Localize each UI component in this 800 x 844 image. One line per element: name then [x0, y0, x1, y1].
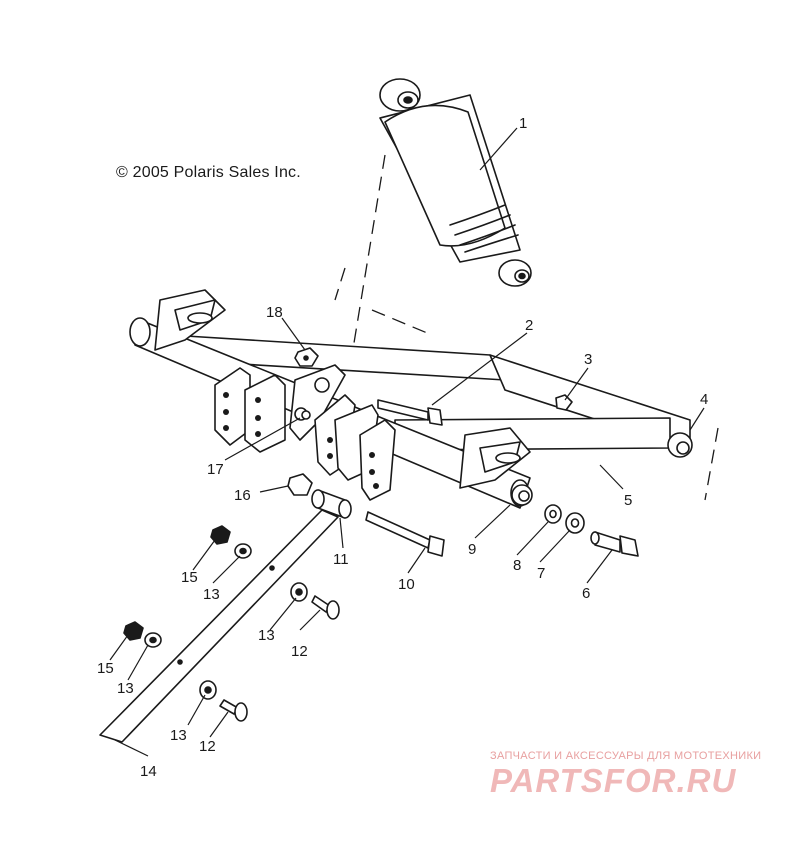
nut-15-upper — [210, 525, 231, 545]
callout-7: 7 — [537, 565, 545, 582]
bushing-9 — [511, 484, 533, 506]
copyright-text: © 2005 Polaris Sales Inc. — [116, 164, 301, 181]
bolt-10 — [365, 511, 445, 557]
callout-1: 1 — [519, 115, 527, 132]
nut-16 — [287, 473, 313, 496]
callout-12b: 12 — [199, 738, 216, 755]
strap-14 — [99, 509, 339, 743]
washer-7 — [565, 512, 585, 534]
callout-11: 11 — [333, 551, 349, 568]
bolt-6 — [590, 531, 639, 557]
washer-13-a — [234, 543, 252, 559]
shock-absorber — [379, 78, 532, 287]
watermark-logo: PARTSFOR.RU — [490, 762, 737, 799]
callout-13c: 13 — [117, 680, 134, 697]
pin-17 — [301, 410, 311, 420]
callout-4: 4 — [700, 391, 708, 408]
assembly-guide-lines — [334, 154, 719, 501]
washer-13-d — [199, 680, 217, 700]
callout-14: 14 — [140, 763, 157, 780]
callout-2: 2 — [525, 317, 533, 334]
bolt-12-a — [311, 595, 340, 620]
callout-13d: 13 — [170, 727, 187, 744]
nut-3 — [555, 394, 573, 411]
bolt-12-b — [219, 699, 248, 722]
callout-5: 5 — [624, 492, 632, 509]
nut-15-lower — [123, 621, 144, 641]
callout-13a: 13 — [203, 586, 220, 603]
watermark-tagline: ЗАПЧАСТИ И АКСЕССУАРЫ ДЛЯ МОТОТЕХНИКИ — [490, 750, 762, 762]
spacer-11 — [311, 489, 352, 519]
leader-lines — [109, 127, 705, 757]
callout-8: 8 — [513, 557, 521, 574]
mounting-plates — [214, 364, 396, 501]
callout-18: 18 — [266, 304, 283, 321]
callout-3: 3 — [584, 351, 592, 368]
callout-9: 9 — [468, 541, 476, 558]
washer-8 — [544, 504, 562, 524]
washer-13-b — [290, 582, 308, 602]
callout-16: 16 — [234, 487, 251, 504]
nut-18 — [294, 347, 319, 367]
callout-15b: 15 — [97, 660, 114, 677]
callout-10: 10 — [398, 576, 415, 593]
callout-labels: 1 2 3 4 5 6 7 8 9 10 11 12 12 13 13 13 1… — [97, 115, 708, 780]
callout-15a: 15 — [181, 569, 198, 586]
bolt-2 — [377, 399, 443, 426]
callout-12a: 12 — [291, 643, 308, 660]
callout-17: 17 — [207, 461, 224, 478]
callout-6: 6 — [582, 585, 590, 602]
washer-13-c — [144, 632, 162, 648]
callout-13b: 13 — [258, 627, 275, 644]
